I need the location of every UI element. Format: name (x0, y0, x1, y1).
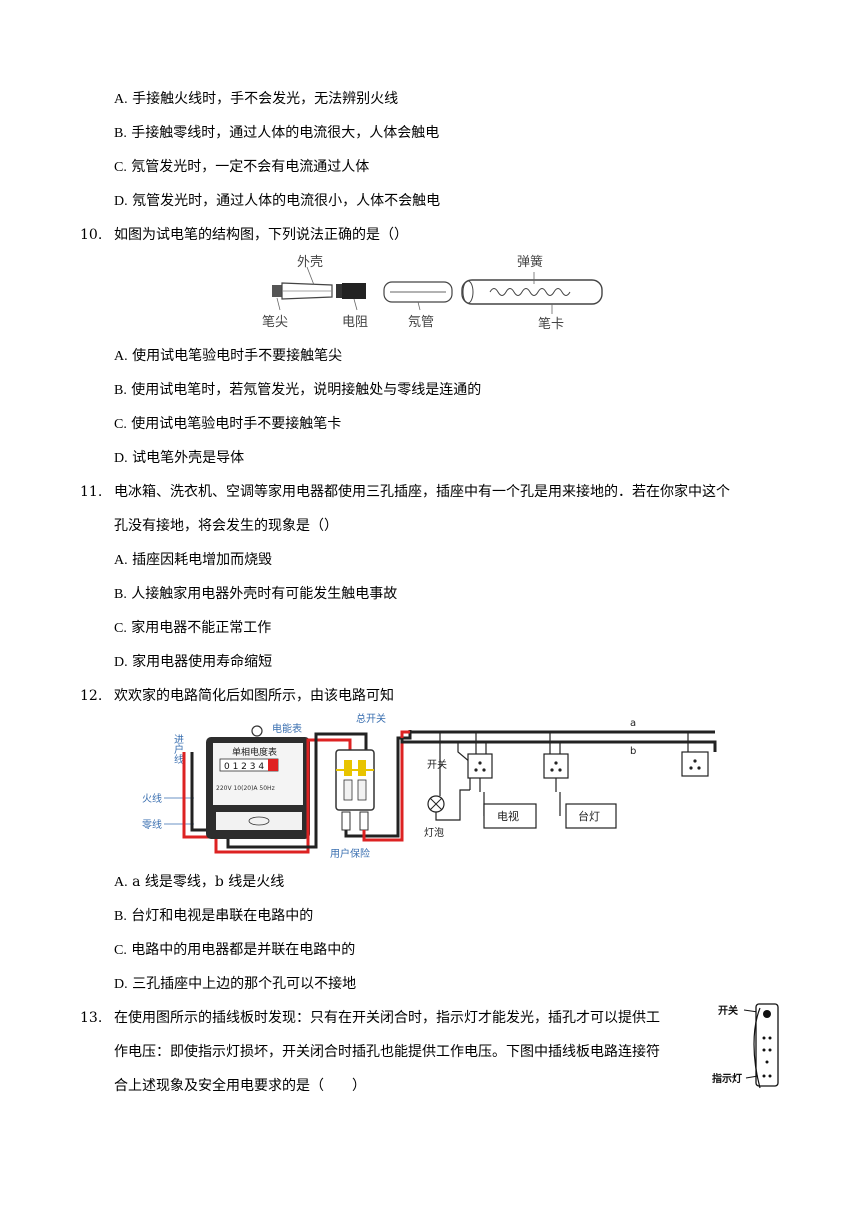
option-text: 试电笔外壳是导体 (132, 450, 245, 466)
option-letter: C. (114, 160, 127, 175)
question-stem: 如图为试电笔的结构图，下列说法正确的是（） (114, 227, 408, 243)
label-shell: 外壳 (297, 255, 323, 270)
q10-option-c: C. 使用试电笔验电时手不要接触笔卡 (114, 414, 341, 435)
label-meter: 电能表 (272, 722, 302, 735)
power-strip-figure: 开关 指示灯 (712, 1003, 779, 1089)
label-strip-switch: 开关 (718, 1004, 738, 1017)
home-circuit-figure: 进户线 火线 零线 单相电度表 0 1 2 3 4 220V 10(20)A 5… (142, 712, 717, 860)
label-bulb: 灯泡 (424, 826, 444, 839)
option-letter: A. (114, 875, 128, 890)
option-text: 台灯和电视是串联在电路中的 (131, 908, 314, 924)
option-text: 氖管发光时，一定不会有电流通过人体 (131, 159, 370, 175)
question-stem-line1: 在使用图所示的插线板时发现：只有在开关闭合时，指示灯才能发光，插孔才可以提供工 (114, 1010, 660, 1026)
option-letter: C. (114, 417, 127, 432)
option-text: 三孔插座中上边的那个孔可以不接地 (132, 976, 357, 992)
q11-option-c: C. 家用电器不能正常工作 (114, 618, 271, 639)
socket-2 (543, 732, 569, 816)
q12-option-d: D. 三孔插座中上边的那个孔可以不接地 (114, 974, 356, 995)
question-stem: 欢欢家的电路简化后如图所示，由该电路可知 (114, 688, 394, 704)
label-main-switch: 总开关 (356, 712, 386, 725)
option-text: 电路中的用电器都是并联在电路中的 (131, 942, 356, 958)
label-switch: 开关 (427, 758, 447, 771)
energy-meter: 单相电度表 0 1 2 3 4 220V 10(20)A 50Hz (206, 725, 310, 839)
question-number: 12. (80, 688, 103, 704)
option-letter: C. (114, 943, 127, 958)
strip-body (755, 1003, 779, 1087)
label-resistor: 电阻 (342, 315, 368, 330)
option-letter: B. (114, 909, 127, 924)
meter-digits: 0 1 2 3 4 (224, 762, 264, 772)
option-text: 使用试电笔时，若氖管发光，说明接触处与零线是连通的 (131, 382, 482, 398)
label-wire-a: a (630, 718, 636, 729)
option-letter: B. (114, 587, 127, 602)
option-letter: B. (114, 383, 127, 398)
label-clip: 笔卡 (538, 316, 564, 332)
strip-switch-icon (763, 1010, 771, 1018)
q12-option-a: A. a 线是零线，b 线是火线 (114, 872, 284, 893)
option-text: 家用电器不能正常工作 (131, 620, 272, 636)
meter-title: 单相电度表 (232, 746, 277, 758)
option-letter: A. (114, 349, 128, 364)
option-text: a 线是零线，b 线是火线 (132, 874, 285, 890)
fuse-left (341, 811, 351, 831)
label-spring: 弹簧 (517, 254, 543, 270)
question-number: 10. (80, 227, 103, 243)
pen-tip-part (272, 266, 333, 311)
question-stem-line1: 电冰箱、洗衣机、空调等家用电器都使用三孔插座，插座中有一个孔是用来接地的．若在你… (114, 484, 730, 500)
question-stem-line2: 作电压：即使指示灯损坏，开关闭合时插孔也能提供工作电压。下图中插线板电路连接符 (114, 1044, 660, 1060)
label-neutral: 零线 (142, 818, 162, 831)
q11-option-a: A. 插座因耗电增加而烧毁 (114, 550, 272, 571)
main-switch-box (335, 749, 375, 811)
resistor-part (336, 283, 366, 311)
option-letter: D. (114, 194, 128, 209)
question-stem-line2: 孔没有接地，将会发生的现象是（） (114, 518, 338, 534)
label-fuse: 用户保险 (330, 847, 370, 860)
option-text: 使用试电笔验电时手不要接触笔尖 (132, 348, 343, 364)
label-incoming: 进户线 (172, 734, 184, 764)
meter-rating: 220V 10(20)A 50Hz (216, 785, 275, 792)
option-text: 手接触火线时，手不会发光，无法辨别火线 (132, 91, 399, 107)
q11-option-d: D. 家用电器使用寿命缩短 (114, 652, 272, 673)
q11-option-b: B. 人接触家用电器外壳时有可能发生触电事故 (114, 584, 397, 605)
option-letter: D. (114, 655, 128, 670)
option-text: 手接触零线时，通过人体的电流很大，人体会触电 (131, 125, 440, 141)
option-text: 插座因耗电增加而烧毁 (132, 552, 273, 568)
q9-option-c: C. 氖管发光时，一定不会有电流通过人体 (114, 157, 369, 178)
option-text: 氖管发光时，通过人体的电流很小，人体不会触电 (132, 193, 441, 209)
option-text: 使用试电笔验电时手不要接触笔卡 (131, 416, 342, 432)
question-number: 11. (80, 484, 103, 500)
fuse-right (359, 811, 369, 831)
question-number: 13. (80, 1010, 103, 1026)
label-tip: 笔尖 (262, 314, 288, 330)
q12-option-b: B. 台灯和电视是串联在电路中的 (114, 906, 313, 927)
q9-option-b: B. 手接触零线时，通过人体的电流很大，人体会触电 (114, 123, 439, 144)
option-text: 家用电器使用寿命缩短 (132, 654, 273, 670)
label-indicator: 指示灯 (712, 1072, 742, 1085)
option-letter: A. (114, 92, 128, 107)
tv-box (483, 803, 537, 829)
q9-option-a: A. 手接触火线时，手不会发光，无法辨别火线 (114, 89, 398, 110)
option-letter: A. (114, 553, 128, 568)
option-letter: C. (114, 621, 127, 636)
label-live: 火线 (142, 792, 162, 805)
label-lamp: 台灯 (578, 809, 600, 823)
lamp-box (565, 803, 617, 829)
q10-option-d: D. 试电笔外壳是导体 (114, 448, 244, 469)
label-neon: 氖管 (408, 315, 434, 330)
q10-option-b: B. 使用试电笔时，若氖管发光，说明接触处与零线是连通的 (114, 380, 481, 401)
label-wire-b: b (630, 746, 636, 757)
q12-option-c: C. 电路中的用电器都是并联在电路中的 (114, 940, 355, 961)
neon-tube-part (383, 281, 453, 311)
q10-option-a: A. 使用试电笔验电时手不要接触笔尖 (114, 346, 342, 367)
option-letter: B. (114, 126, 127, 141)
pen-body-part (461, 272, 603, 314)
test-pen-figure: 外壳 笔尖 电阻 氖管 弹簧 笔卡 (262, 254, 603, 332)
q9-option-d: D. 氖管发光时，通过人体的电流很小，人体不会触电 (114, 191, 440, 212)
socket-3 (681, 732, 709, 777)
option-letter: D. (114, 451, 128, 466)
option-letter: D. (114, 977, 128, 992)
label-tv: 电视 (497, 809, 519, 823)
option-text: 人接触家用电器外壳时有可能发生触电事故 (131, 586, 398, 602)
question-stem-line3: 合上述现象及安全用电要求的是（ ） (114, 1078, 366, 1094)
